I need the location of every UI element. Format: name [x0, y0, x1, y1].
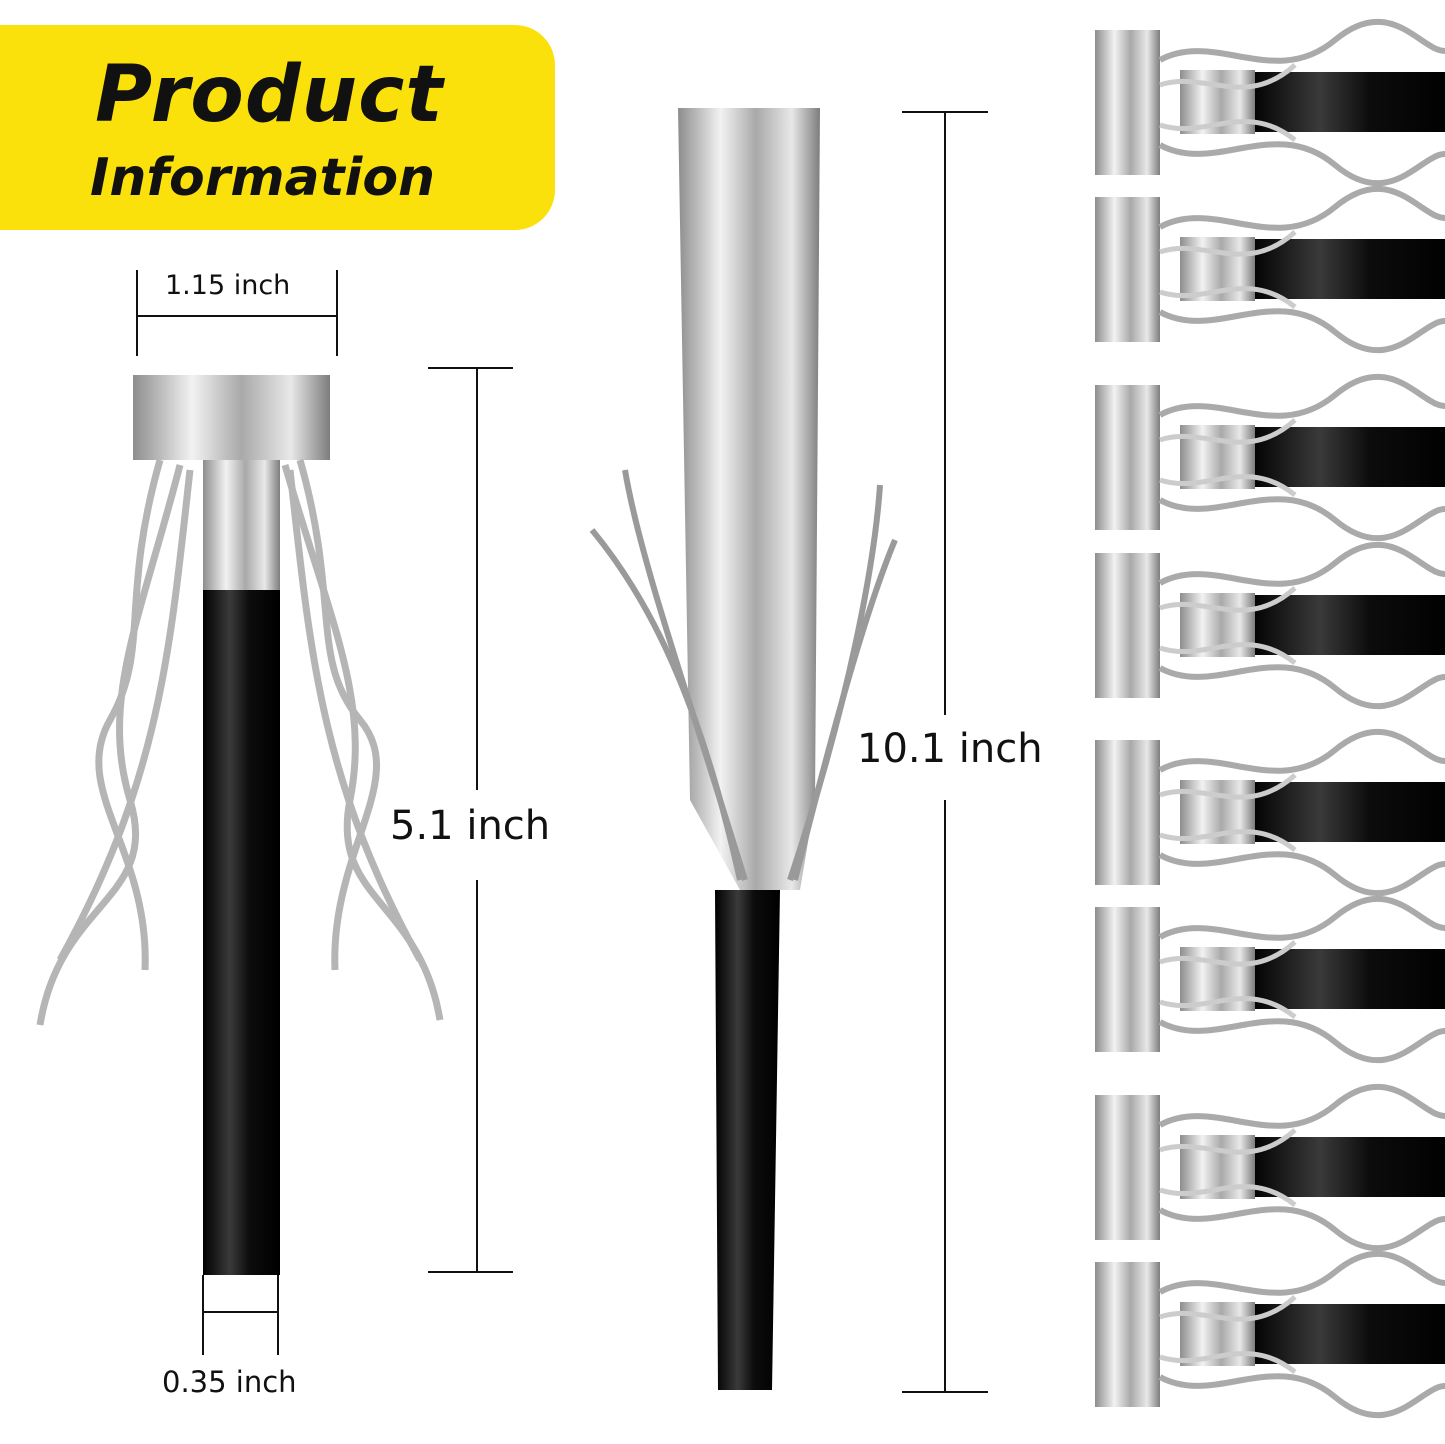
blower-stack — [1095, 22, 1445, 1415]
short-length-label: 5.1 inch — [390, 803, 551, 849]
banner-subtitle: Information — [90, 148, 436, 208]
tube-diameter-label: 0.35 inch — [162, 1365, 297, 1399]
title-banner — [0, 25, 555, 230]
extended-length-label: 10.1 inch — [857, 726, 1043, 772]
banner-title: Product — [95, 50, 444, 140]
cap-width-label: 1.15 inch — [165, 270, 291, 301]
extended-blower — [589, 108, 898, 1390]
short-blower — [36, 375, 444, 1275]
dimension-lines — [136, 111, 988, 1393]
